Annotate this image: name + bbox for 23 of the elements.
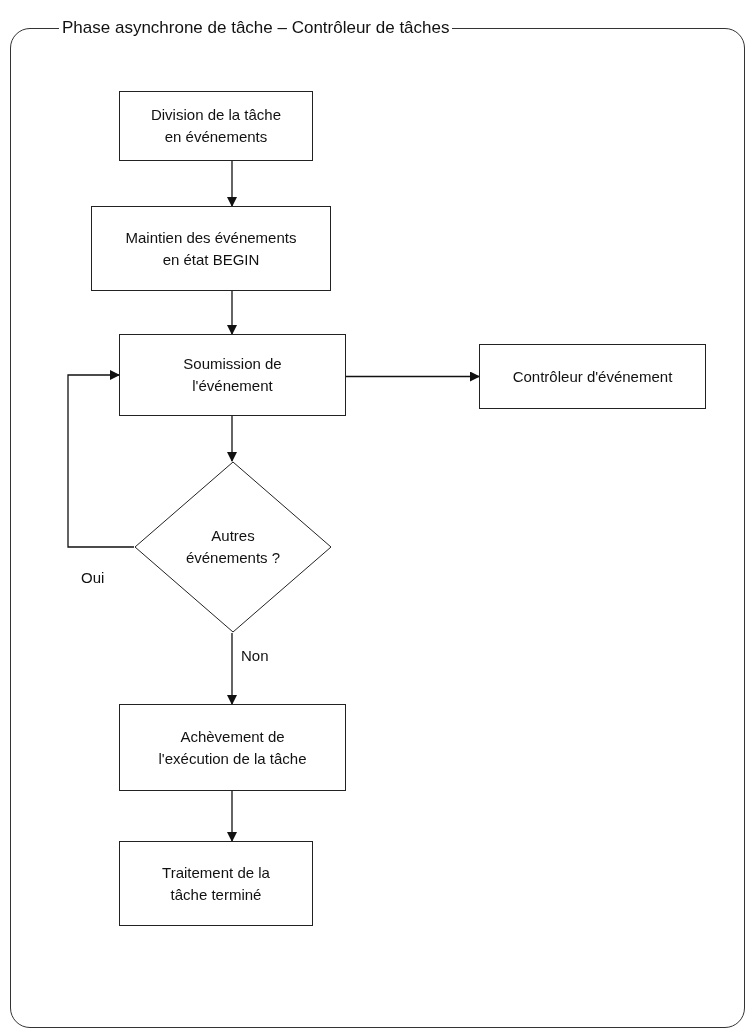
process-box (479, 344, 706, 409)
process-box (91, 206, 331, 291)
process-text: Soumission de l'événement (182, 354, 283, 396)
process-text: Division de la tâche en événements (149, 105, 283, 147)
frame-title: Phase asynchrone de tâche – Contrôleur de tâches (59, 18, 453, 38)
decision-diamond (134, 461, 332, 633)
arrow (67, 370, 135, 548)
arrow (227, 160, 237, 207)
process-text: Contrôleur d'événement (512, 366, 673, 387)
process-text: Traitement de la tâche terminé (161, 862, 271, 905)
arrow (345, 371, 480, 382)
process-box (119, 91, 313, 161)
process-box (119, 841, 313, 926)
decision-text: Autres événements ? (184, 526, 282, 568)
process-box (119, 704, 346, 791)
edge-label: Oui (79, 569, 107, 586)
process-text: Maintien des événements en état BEGIN (124, 227, 298, 270)
arrow (227, 415, 237, 462)
arrow (227, 290, 237, 335)
process-text: Achèvement de l'exécution de la tâche (157, 726, 308, 769)
arrow (227, 790, 237, 842)
arrow (227, 632, 237, 705)
process-box (119, 334, 346, 416)
